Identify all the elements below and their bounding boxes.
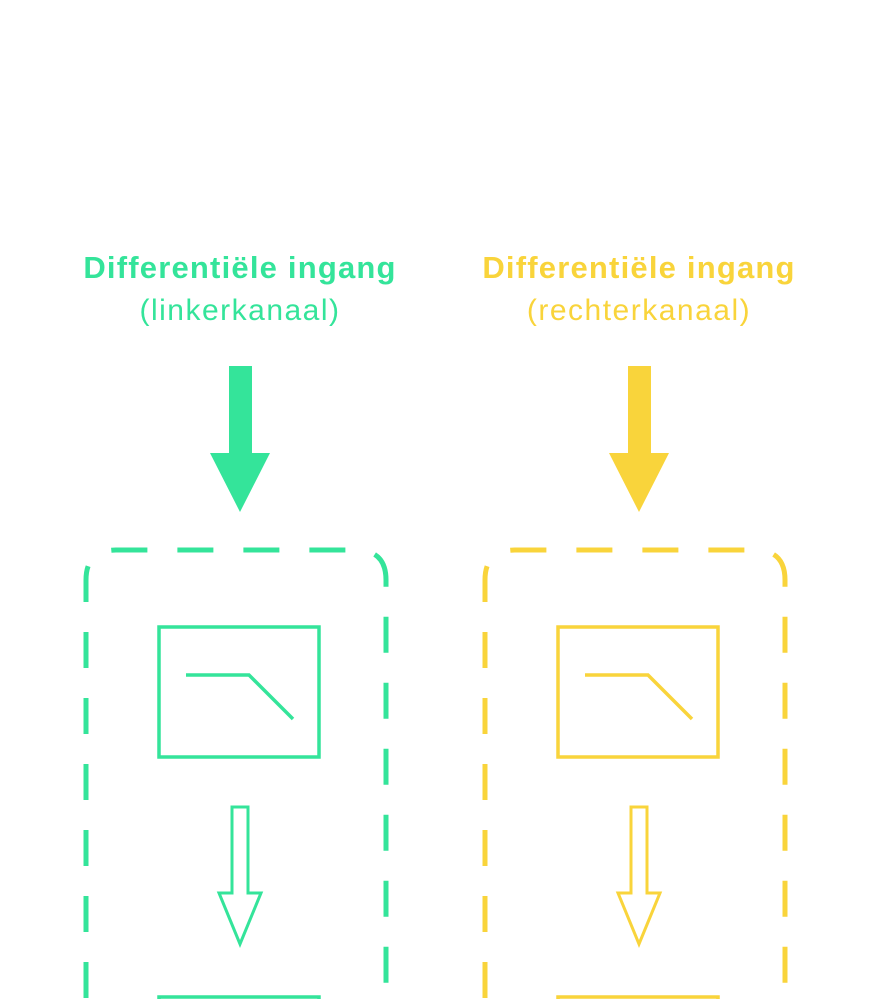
input-arrow-icon <box>609 366 669 512</box>
right-channel-subtitle: (rechterkanaal) <box>526 294 752 327</box>
lowpass-filter-block <box>157 625 321 759</box>
right-channel-title: Differentiële ingang <box>482 250 796 285</box>
left-channel-title: Differentiële ingang <box>83 250 397 285</box>
lowpass-filter-icon <box>186 673 295 721</box>
lowpass-filter-icon <box>585 673 694 721</box>
left-channel-subtitle: (linkerkanaal) <box>139 294 341 327</box>
left-channel-chain <box>83 366 389 999</box>
channel-group-box <box>482 547 788 998</box>
next-block <box>157 995 321 999</box>
right-channel-chain <box>482 366 788 999</box>
lowpass-filter-block <box>556 625 720 759</box>
flow-arrow-icon <box>216 805 264 948</box>
next-block <box>556 995 720 999</box>
channel-group-box <box>83 547 389 998</box>
input-arrow-icon <box>210 366 270 512</box>
flow-arrow-icon <box>615 805 663 948</box>
